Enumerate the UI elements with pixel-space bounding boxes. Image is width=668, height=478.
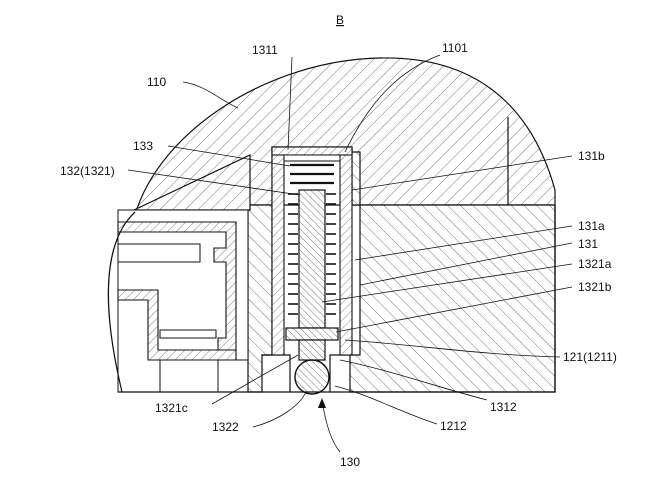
label-1212: 1212 (440, 419, 467, 433)
label-131: 131 (578, 237, 598, 251)
view-label-b: B (336, 13, 344, 27)
label-131a: 131a (578, 219, 605, 233)
ball-1322 (294, 359, 330, 395)
leader-lines (127, 54, 573, 453)
outline (118, 205, 556, 393)
arrow-130 (318, 398, 326, 408)
label-1312: 1312 (490, 400, 517, 414)
label-1321a: 1321a (578, 257, 612, 271)
label-131b: 131b (578, 149, 605, 163)
label-1321b: 1321b (578, 280, 612, 294)
label-1321c: 1321c (155, 401, 188, 415)
label-1311: 1311 (252, 43, 278, 57)
plunger-1321 (285, 189, 339, 361)
left-arc (107, 211, 136, 393)
label-121-1211: 121(1211) (563, 350, 617, 364)
label-110: 110 (147, 75, 166, 89)
left-assembly (117, 154, 251, 393)
label-1322: 1322 (212, 420, 239, 434)
label-133: 133 (133, 139, 153, 153)
label-130: 130 (340, 455, 360, 469)
label-1101: 1101 (442, 41, 468, 55)
sleeve-131 (271, 146, 353, 356)
spring-133 (290, 163, 334, 185)
spring-coils (288, 193, 336, 315)
label-132-1321: 132(1321) (60, 164, 115, 178)
